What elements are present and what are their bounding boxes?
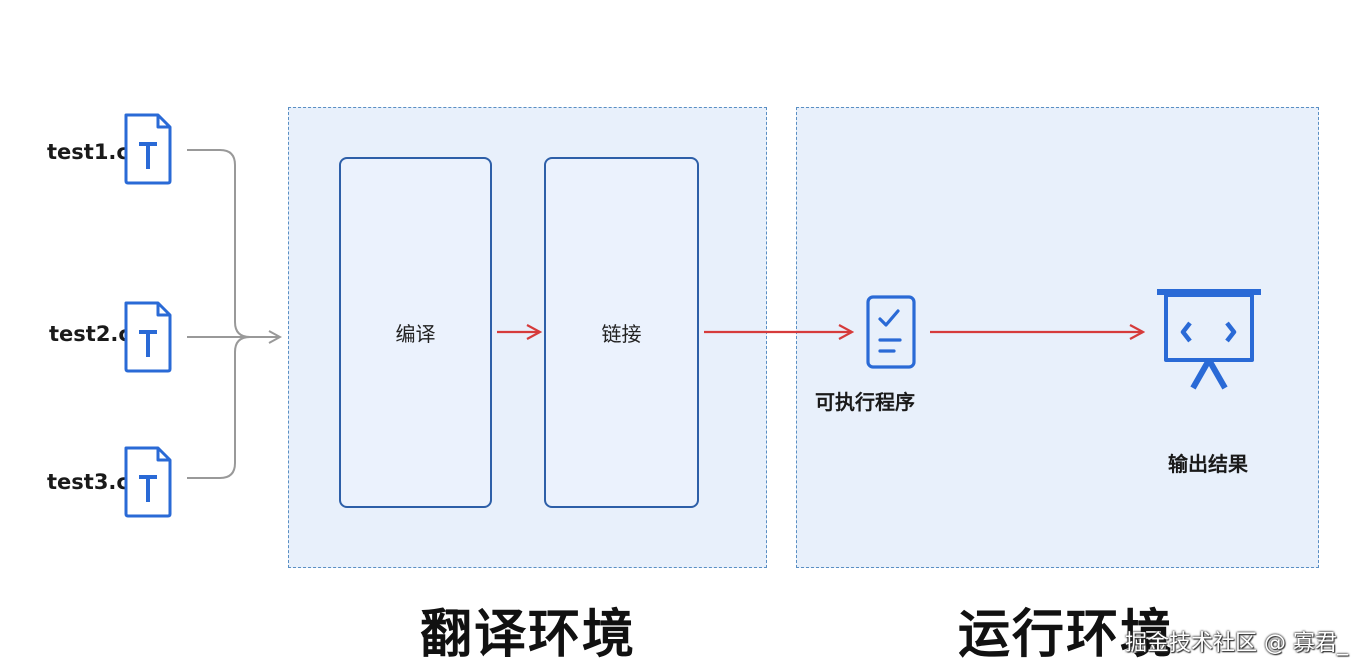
file-label-test3: test3.c — [47, 470, 129, 494]
document-t-icon — [124, 301, 172, 373]
output-result-label: 输出结果 — [1168, 452, 1248, 476]
runtime-environment-title: 运行环境 — [958, 605, 1175, 665]
watermark-text: 掘金技术社区 @ 寡君_ — [1125, 631, 1348, 656]
document-t-icon — [124, 446, 172, 518]
link-stage-box: 链接 — [544, 157, 699, 508]
translation-environment-title: 翻译环境 — [420, 605, 637, 665]
file-merge-connector — [187, 149, 280, 479]
file-label-test2: test2.c — [49, 322, 131, 346]
runtime-environment-area — [796, 107, 1319, 568]
compile-stage-box: 编译 — [339, 157, 492, 508]
link-stage-label: 链接 — [601, 322, 642, 346]
document-t-icon — [124, 113, 172, 185]
executable-label: 可执行程序 — [815, 390, 915, 414]
file-label-test1: test1.c — [47, 140, 129, 164]
compile-stage-label: 编译 — [395, 322, 436, 346]
